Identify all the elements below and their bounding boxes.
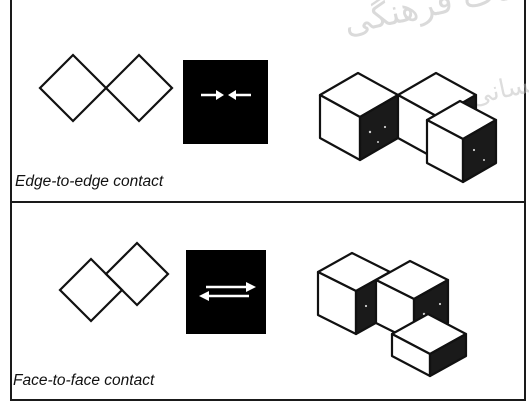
edge-to-edge-cubes <box>318 71 498 184</box>
edge-to-edge-caption: Edge-to-edge contact <box>15 173 164 190</box>
diamond-left <box>38 53 108 123</box>
diamond-right-overlap <box>104 241 170 307</box>
inward-arrows-icon <box>183 60 268 144</box>
face-to-face-caption: Face-to-face contact <box>13 372 155 389</box>
face-to-face-diamonds <box>58 241 170 323</box>
face-to-face-cubes <box>316 251 468 378</box>
edge-to-edge-diamonds <box>38 53 174 123</box>
diamond-right <box>104 53 174 123</box>
bidirectional-arrows-icon <box>186 250 266 334</box>
edge-to-edge-panel <box>10 0 526 203</box>
